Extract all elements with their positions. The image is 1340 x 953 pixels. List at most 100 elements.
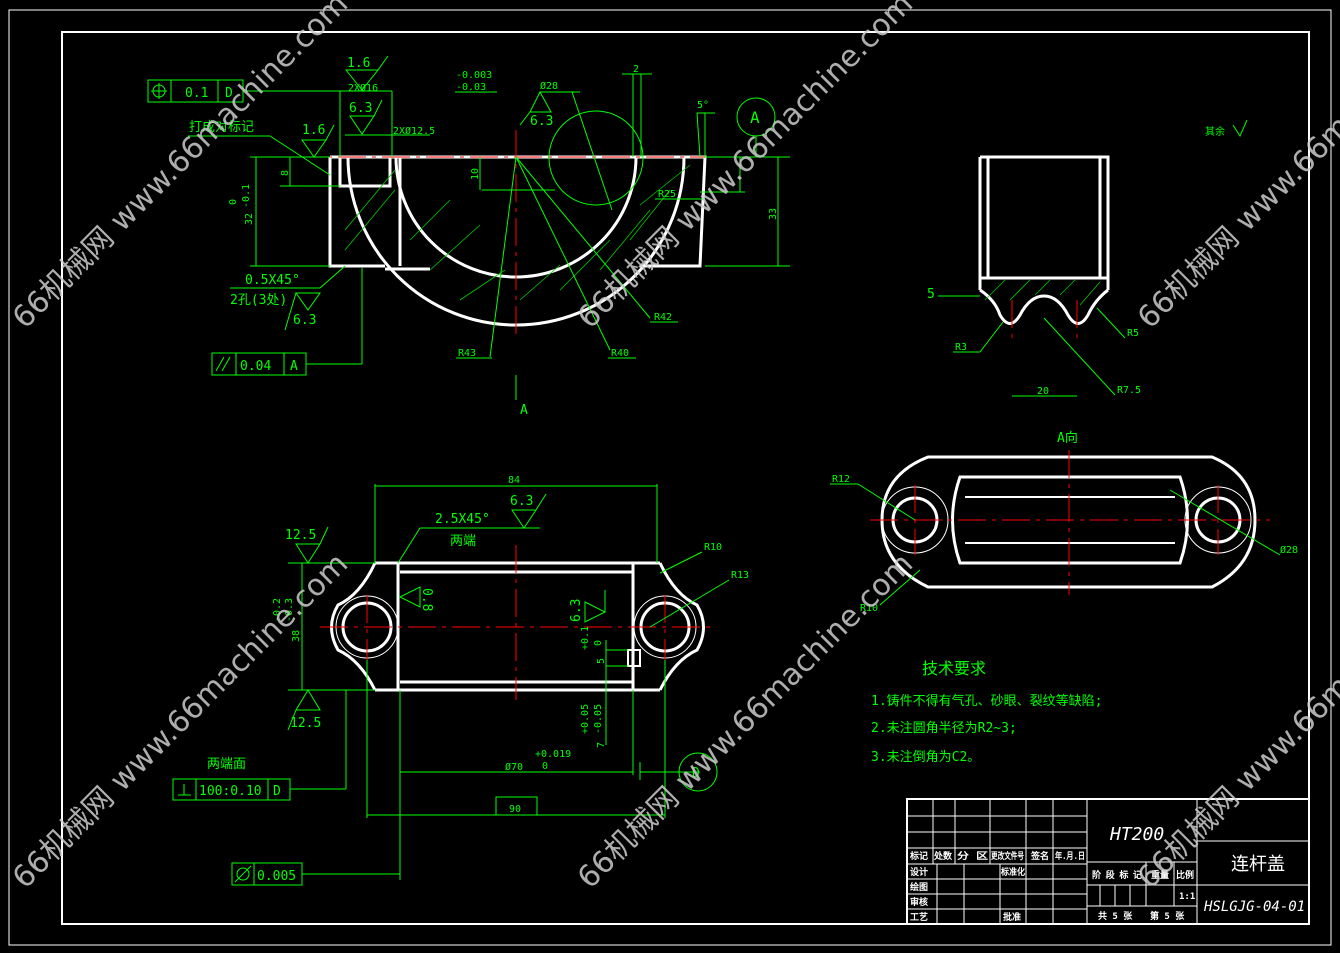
other-roughness-note: 其余	[1205, 125, 1225, 138]
dim-32-tol-up: 0	[228, 199, 239, 205]
position-tolerance-frame: 0.1 D	[147, 79, 392, 103]
r13-label: R13	[731, 570, 749, 581]
chamfer-note: 2.5X45°	[435, 512, 490, 527]
dim-38: 38	[291, 630, 302, 642]
roughness-6-3c: 6.3	[530, 114, 553, 129]
pair-mark-note: 打成对标记	[189, 120, 254, 135]
tech-req-item: 1.铸件不得有气孔、砂眼、裂纹等缺陷;	[871, 693, 1102, 709]
dia-70-dim: Ø70	[505, 761, 523, 773]
dim-20: 20	[1037, 386, 1049, 397]
r5-label: R5	[1127, 328, 1139, 339]
dim-84: 84	[508, 475, 520, 486]
cylindricity-tolerance-frame: 0.005	[231, 862, 400, 886]
watermark: 66机械网 www.66machine.com	[571, 546, 920, 895]
datum-a-label: A	[750, 108, 760, 127]
roughness-1-6: 1.6	[347, 56, 370, 71]
dim-7-tol-up: +0.05	[580, 704, 591, 734]
r3-label: R3	[955, 342, 967, 353]
tech-req-title: 技术要求	[922, 659, 986, 678]
datum-d-circle	[678, 752, 718, 792]
tol-upper: -0.003	[456, 70, 492, 81]
dia-28-label: Ø28	[1280, 544, 1298, 556]
row-process: 工艺	[910, 911, 928, 923]
parallelism-tolerance-frame: 0.04 A	[211, 268, 363, 376]
both-ends-note: 两端	[450, 534, 476, 549]
end-faces-note: 两端面	[207, 757, 246, 772]
r7-5-label: R7.5	[1117, 385, 1141, 396]
dim-10: 10	[470, 168, 481, 180]
watermark: 66机械网 www.66machine.com	[6, 0, 355, 336]
tech-req-item: 2.未注圆角半径为R2~3;	[871, 721, 1017, 736]
dim-5: 5	[927, 287, 935, 302]
hatching	[984, 279, 1101, 306]
r10-label: R10	[704, 542, 722, 553]
header-signature: 签名	[1030, 850, 1049, 862]
datum-d-label: D	[692, 766, 700, 781]
header-change-doc: 更改文件号	[991, 850, 1024, 862]
r40-label: R40	[611, 348, 629, 359]
total-sheets: 共 5 张	[1098, 910, 1133, 922]
tol-lower: -0.03	[456, 82, 486, 93]
scale-value: 1:1	[1179, 892, 1195, 902]
front-view: 0.1 D 1.6 2XØ16 6.3 2XØ12.5 打成对标记 1.6 8 …	[147, 55, 1248, 418]
r12-label: R12	[832, 474, 850, 485]
dim-38-tol-up: -0.2	[272, 598, 283, 622]
part-name: 连杆盖	[1231, 854, 1285, 875]
row-design: 设计	[910, 866, 928, 878]
dim-7: 7	[596, 742, 607, 748]
header-count: 处数	[933, 850, 953, 862]
dim-90: 90	[509, 804, 521, 815]
roughness-6-3: 6.3	[349, 101, 372, 116]
perp-tol-value: 100:0.10	[199, 784, 262, 799]
view-arrow-a: A	[520, 403, 528, 418]
dim-32-tol-low: -0.1	[241, 184, 252, 208]
header-mark: 标记	[909, 850, 928, 862]
hole-12-5-dim: 2XØ12.5	[393, 125, 435, 137]
perp-datum: D	[273, 784, 281, 799]
r10-label: R10	[860, 603, 878, 614]
roughness-12-5a: 12.5	[285, 528, 316, 543]
hatching	[344, 164, 691, 301]
detail-circle	[548, 110, 644, 206]
scale-label: 比例	[1176, 869, 1194, 881]
holes-note: 2孔(3处)	[230, 293, 287, 308]
parallel-tol-value: 0.04	[240, 359, 271, 374]
position-datum: D	[225, 86, 233, 101]
dim-5-tol-low: 0	[593, 640, 604, 646]
outer-border	[8, 9, 1332, 946]
dia-28-dim: Ø28	[540, 80, 558, 92]
dia-70-tol-low: 0	[542, 761, 548, 772]
roughness-12-5b: 12.5	[290, 716, 321, 731]
hole-16-dim: 2XØ16	[348, 82, 378, 94]
perpendicular-icon	[178, 784, 191, 796]
dim-38-tol-low: -0.3	[284, 598, 295, 622]
r42-label: R42	[654, 312, 672, 323]
cylindricity-icon	[236, 867, 250, 881]
parallel-icon	[215, 356, 231, 372]
material: HT200	[1109, 824, 1164, 845]
header-date: 年.月.日	[1055, 850, 1085, 862]
sheet-number: 第 5 张	[1150, 910, 1185, 922]
cyl-tol-value: 0.005	[257, 869, 296, 884]
roughness-symbol-icon	[1232, 119, 1248, 138]
row-review: 审核	[910, 896, 928, 908]
parallel-datum: A	[290, 359, 298, 374]
dim-5: 5	[596, 658, 607, 664]
r25-label: R25	[658, 189, 676, 200]
row-drawing: 绘图	[910, 881, 928, 893]
top-view: 84 6.3 2.5X45° 两端 R10 R13 12.5 12.5 38 -…	[172, 475, 749, 886]
tech-req-item: 3.未注倒角为C2。	[871, 750, 980, 765]
roughness-6-3: 6.3	[510, 494, 533, 509]
dim-2: 2	[633, 64, 639, 75]
dim-33: 33	[768, 208, 779, 220]
dim-8: 8	[280, 170, 291, 176]
weight-label: 重量	[1151, 869, 1169, 881]
a-view-title: A向	[1057, 430, 1078, 446]
roughness-1-6b: 1.6	[302, 123, 325, 138]
dim-32: 32	[244, 213, 255, 225]
position-tol-value: 0.1	[185, 86, 208, 101]
chamfer-note: 0.5X45°	[245, 273, 300, 288]
dim-5-tol-up: +0.1	[580, 626, 591, 650]
header-zone: 分 区	[957, 850, 988, 862]
